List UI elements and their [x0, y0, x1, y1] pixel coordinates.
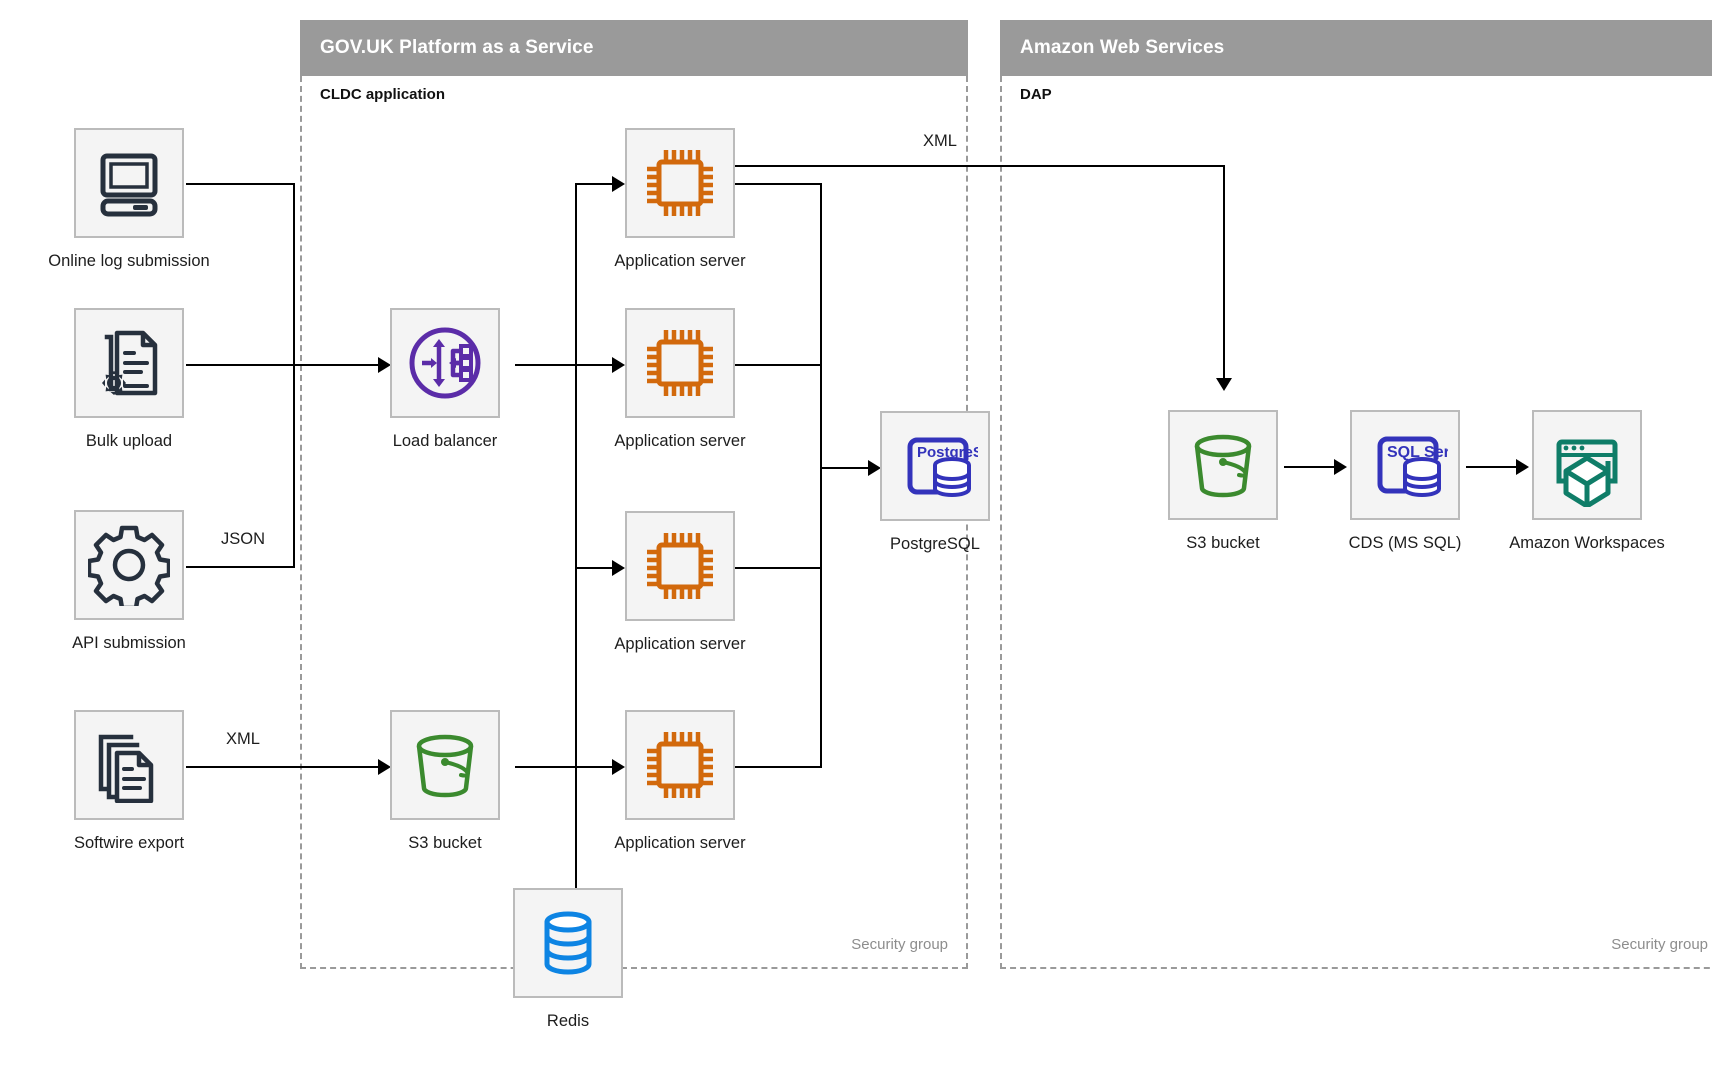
node-softwire-export[interactable]: [74, 710, 184, 820]
edge-line: [712, 567, 822, 569]
arrow-head: [868, 460, 881, 476]
desktop-computer-icon: [91, 145, 167, 221]
node-amazon-workspaces[interactable]: [1532, 410, 1642, 520]
edge-label-json: JSON: [216, 530, 270, 549]
arrow-head: [1516, 459, 1529, 475]
edge-line: [575, 183, 615, 185]
arrow-head: [378, 759, 391, 775]
edge-line: [712, 364, 822, 366]
node-bulk-upload[interactable]: [74, 308, 184, 418]
svg-text:SQL Server: SQL Server: [1387, 444, 1448, 461]
node-s3-bucket-aws[interactable]: [1168, 410, 1278, 520]
node-label-load-balancer: Load balancer: [392, 432, 498, 450]
cpu-chip-icon: [640, 725, 720, 805]
node-label-postgresql: PostgreSQL: [890, 535, 980, 553]
node-label-bulk-upload: Bulk upload: [85, 432, 173, 450]
edge-line: [186, 766, 379, 768]
node-cds-ms-sql[interactable]: SQL Server: [1350, 410, 1460, 520]
edge-line: [575, 567, 615, 569]
edge-line: [820, 183, 822, 768]
arrow-head: [612, 560, 625, 576]
group-footer-aws: Security group: [1611, 936, 1708, 953]
node-app-server-4[interactable]: [625, 710, 735, 820]
node-label-redis: Redis: [546, 1012, 590, 1030]
node-label-api-submission: API submission: [72, 634, 186, 652]
node-label-online-log-submission: Online log submission: [48, 252, 210, 270]
group-header-paas: GOV.UK Platform as a Service: [300, 20, 968, 76]
cpu-chip-icon: [640, 526, 720, 606]
edge-line: [1223, 165, 1225, 380]
documents-stack-icon: [91, 727, 167, 803]
edge-line: [712, 766, 822, 768]
group-subtitle-aws: DAP: [1020, 86, 1052, 103]
node-label-s3-bucket-aws: S3 bucket: [1186, 534, 1260, 552]
group-boundary-paas: [300, 76, 968, 969]
node-s3-bucket-paas[interactable]: [390, 710, 500, 820]
cpu-chip-icon: [640, 143, 720, 223]
edge-line: [1284, 466, 1339, 468]
edge-line: [515, 364, 577, 366]
edge-line: [293, 364, 295, 568]
edge-line: [575, 183, 577, 768]
s3-bucket-icon: [404, 724, 486, 806]
group-footer-paas: Security group: [851, 936, 948, 953]
node-api-submission[interactable]: [74, 510, 184, 620]
edge-line: [712, 183, 822, 185]
arrow-head: [612, 176, 625, 192]
edge-label-xml-softwire: XML: [222, 730, 264, 749]
arrow-head: [612, 357, 625, 373]
node-label-app-server-1: Application server: [614, 252, 746, 270]
edge-line: [820, 467, 873, 469]
node-label-app-server-4: Application server: [614, 834, 746, 852]
cpu-chip-icon: [640, 323, 720, 403]
edge-line: [712, 165, 1225, 167]
group-title-paas: GOV.UK Platform as a Service: [320, 37, 594, 58]
edge-line: [1466, 466, 1521, 468]
node-app-server-2[interactable]: [625, 308, 735, 418]
edge-label-xml-dap: XML: [919, 132, 961, 151]
node-app-server-3[interactable]: [625, 511, 735, 621]
node-label-amazon-workspaces: Amazon Workspaces: [1509, 534, 1665, 552]
edge-line: [186, 183, 295, 185]
workspaces-icon: [1545, 423, 1629, 507]
node-label-cds-ms-sql: CDS (MS SQL): [1348, 534, 1462, 552]
arrow-head: [378, 357, 391, 373]
load-balancer-icon: [403, 321, 487, 405]
database-icon: [530, 905, 606, 981]
edge-line: [575, 364, 615, 366]
node-redis[interactable]: [513, 888, 623, 998]
arrow-head: [612, 759, 625, 775]
arrow-head: [1334, 459, 1347, 475]
arrow-head: [1216, 378, 1232, 391]
edge-line: [575, 766, 577, 900]
node-label-s3-bucket-paas: S3 bucket: [408, 834, 482, 852]
node-label-app-server-2: Application server: [614, 432, 746, 450]
group-boundary-aws: [1000, 76, 1712, 969]
node-label-softwire-export: Softwire export: [73, 834, 185, 852]
gear-icon: [88, 524, 170, 606]
document-gear-icon: [91, 325, 167, 401]
node-app-server-1[interactable]: [625, 128, 735, 238]
edge-line: [515, 766, 577, 768]
s3-bucket-icon: [1182, 424, 1264, 506]
group-subtitle-paas: CLDC application: [320, 86, 446, 103]
group-title-aws: Amazon Web Services: [1020, 37, 1225, 58]
group-header-aws: Amazon Web Services: [1000, 20, 1712, 76]
edge-line: [575, 766, 615, 768]
edge-line: [293, 183, 295, 366]
node-postgresql[interactable]: PostgreSQL: [880, 411, 990, 521]
node-online-log-submission[interactable]: [74, 128, 184, 238]
postgresql-icon: PostgreSQL: [892, 423, 978, 509]
edge-line: [186, 364, 379, 366]
node-load-balancer[interactable]: [390, 308, 500, 418]
sql-server-icon: SQL Server: [1362, 422, 1448, 508]
node-label-app-server-3: Application server: [614, 635, 746, 653]
svg-text:PostgreSQL: PostgreSQL: [917, 444, 978, 461]
edge-line: [186, 566, 295, 568]
